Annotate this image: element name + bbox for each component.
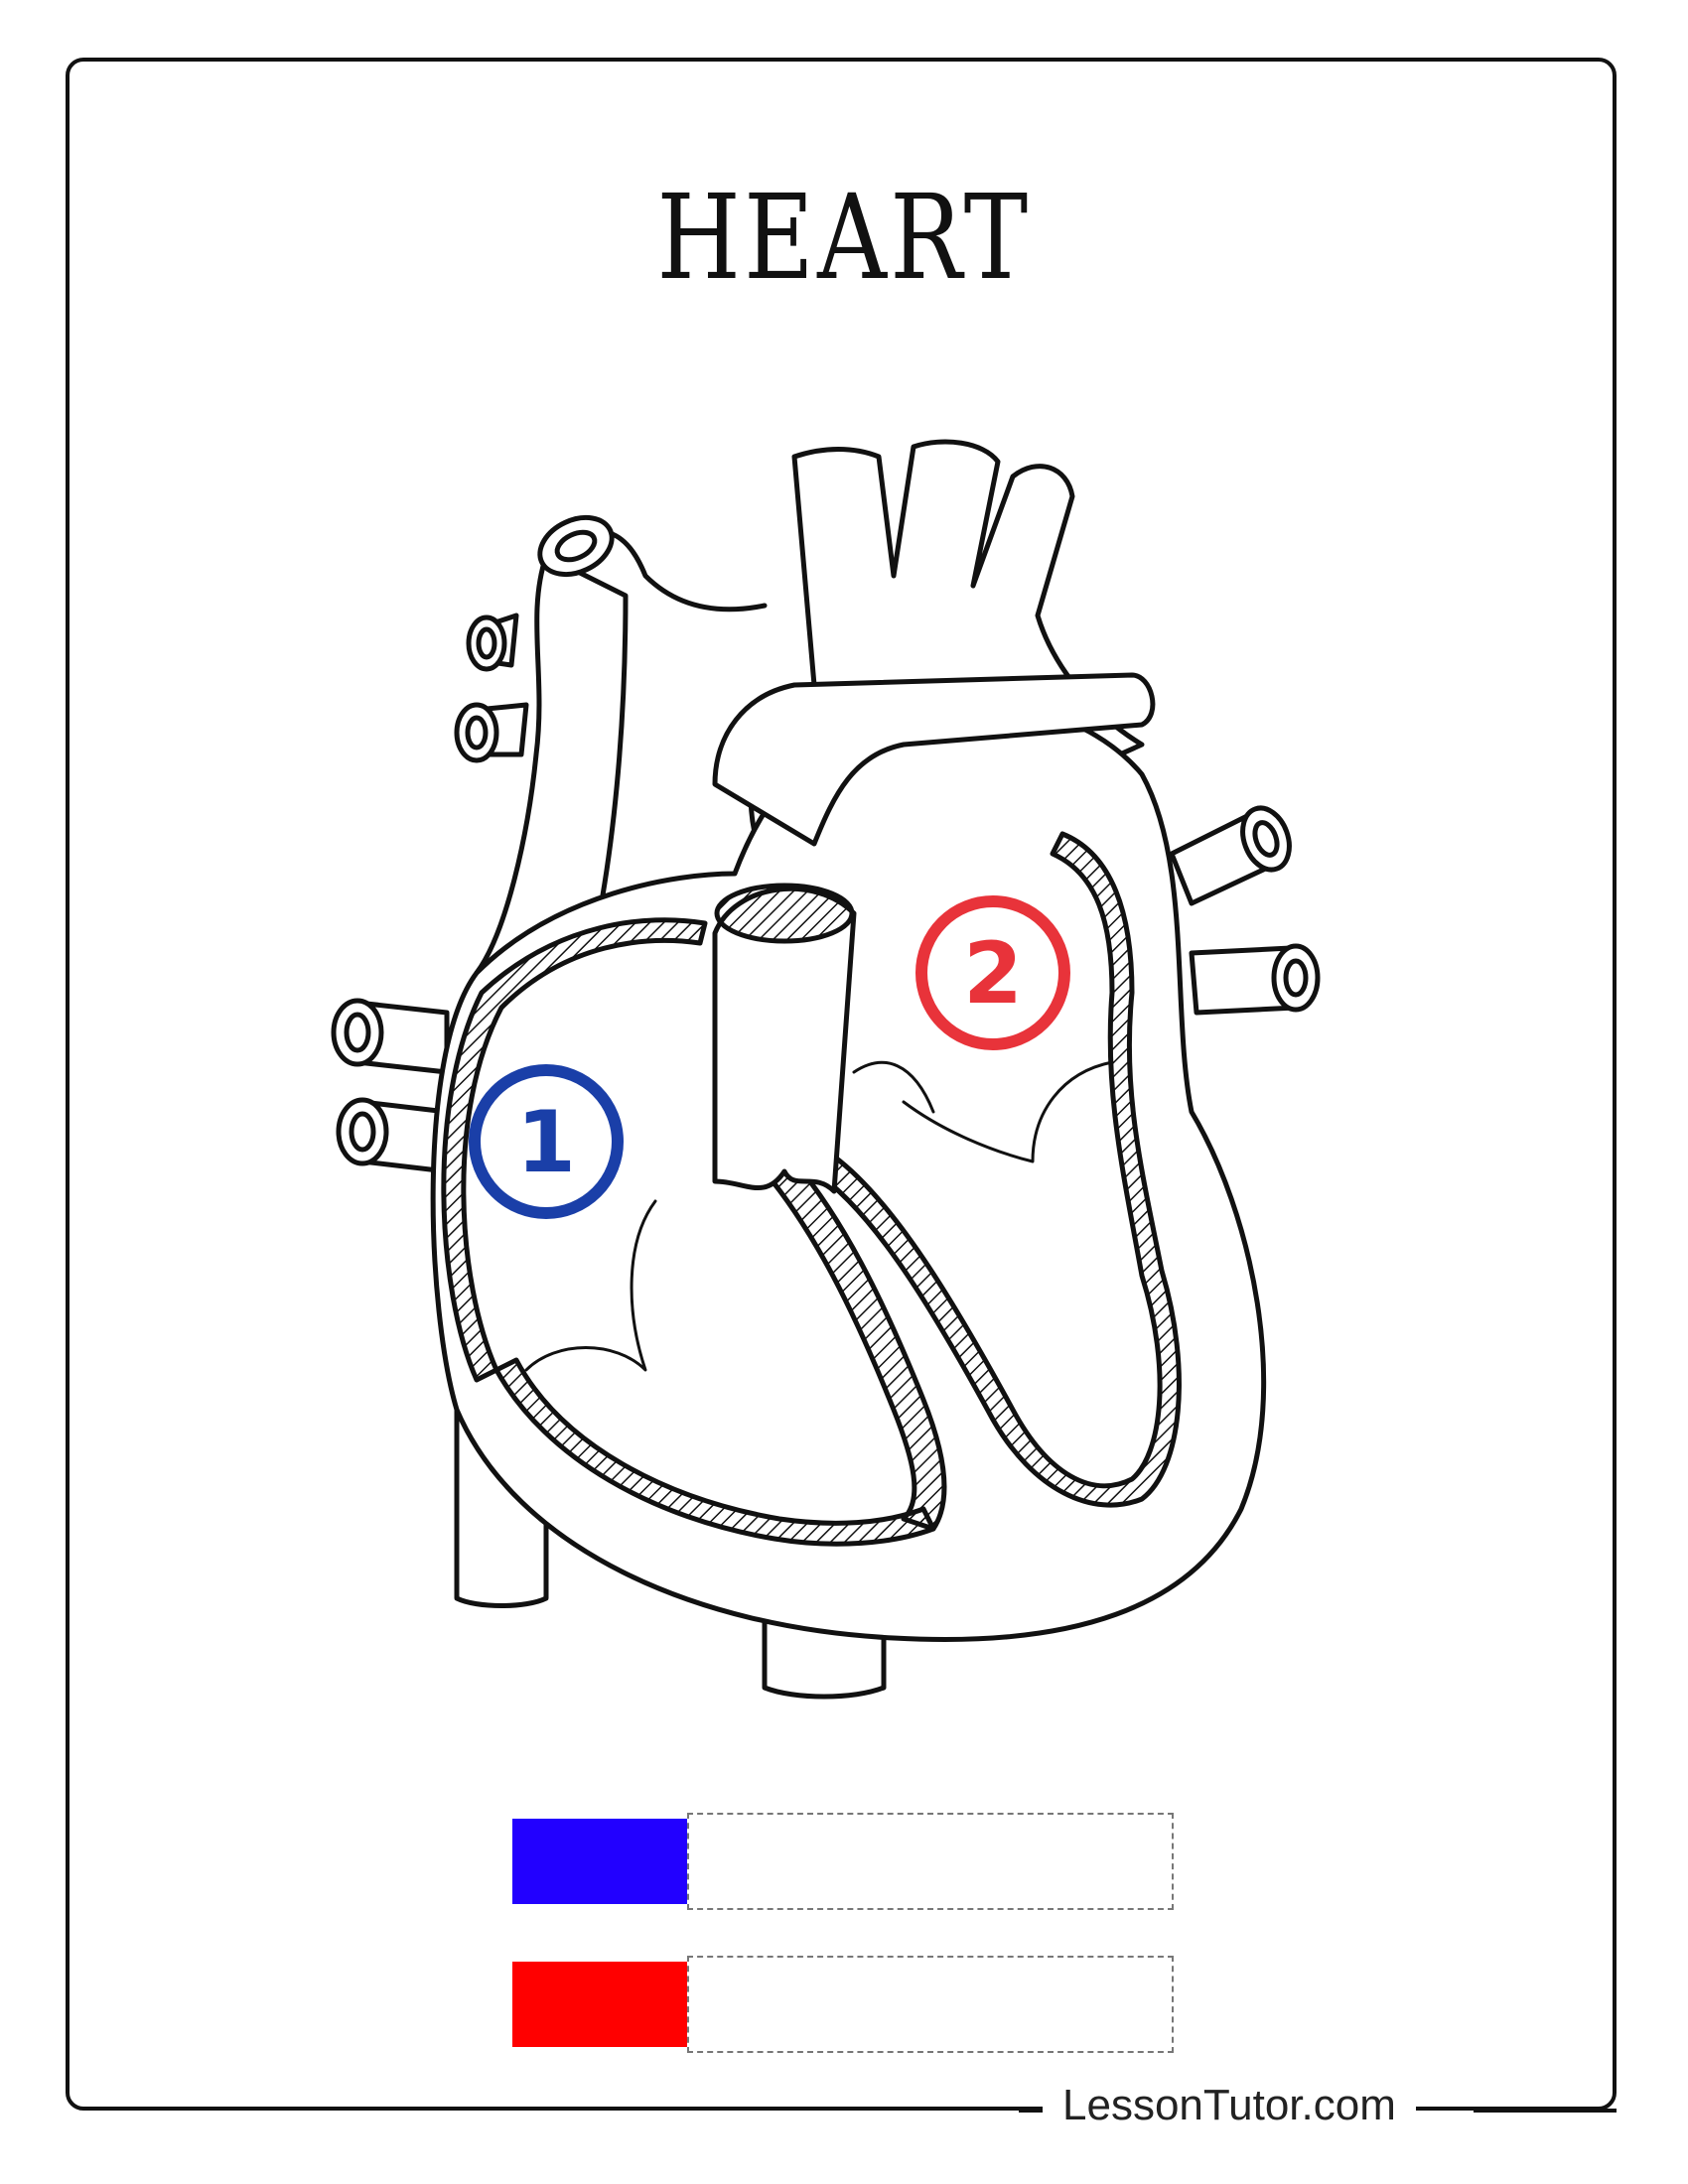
right-ventricle-wall	[493, 1357, 936, 1547]
blue-answer-box[interactable]	[687, 1813, 1174, 1910]
label-1: 1	[469, 1064, 624, 1219]
left-vessels	[331, 613, 529, 1174]
page-title: HEART	[656, 169, 1032, 306]
pulmonary-trunk	[712, 672, 1156, 847]
superior-vena-cava	[474, 553, 629, 976]
footer-brand: LessonTutor.com	[1043, 2081, 1416, 2130]
mitral-valve	[902, 1060, 1114, 1163]
blue-color-swatch	[512, 1819, 687, 1904]
vessel-opening	[537, 514, 615, 578]
red-answer-box[interactable]	[687, 1956, 1174, 2053]
label-2-number: 2	[963, 924, 1023, 1024]
tricuspid-valve	[524, 1199, 657, 1372]
footer-rule-right	[1474, 2109, 1617, 2113]
right-atrium-wall	[441, 917, 708, 1383]
page-frame	[66, 58, 1617, 2111]
red-color-swatch	[512, 1962, 687, 2047]
left-ventricle-wall	[811, 831, 1182, 1508]
label-2: 2	[915, 895, 1070, 1050]
heart-diagram: 1 2	[331, 439, 1321, 1700]
right-vessels	[1169, 805, 1321, 1016]
label-1-number: 1	[516, 1093, 576, 1192]
